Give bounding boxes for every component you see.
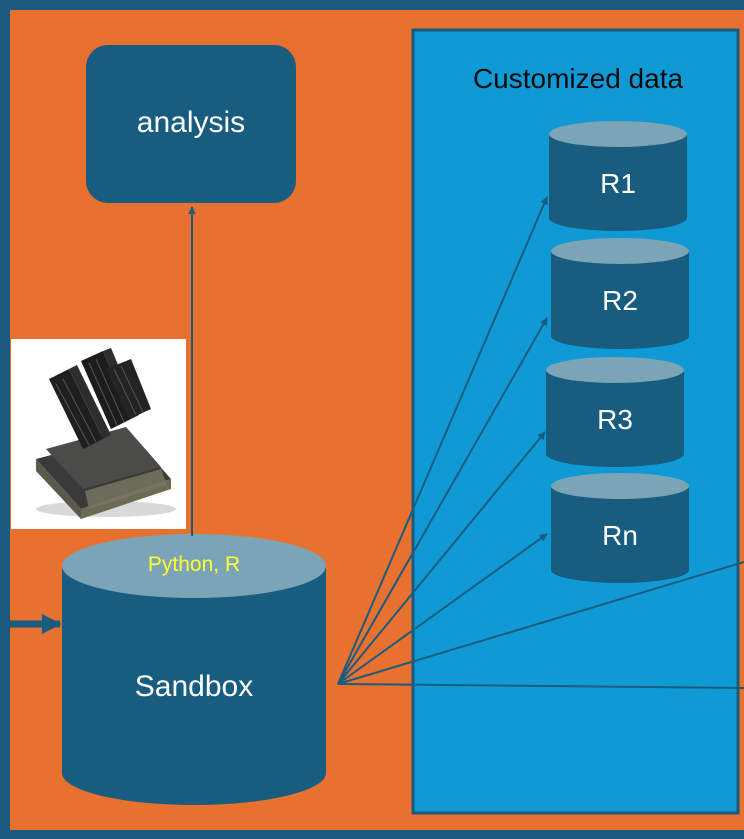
sandbox-tools-label: Python, R — [147, 553, 241, 576]
analysis-box — [86, 45, 296, 203]
repo-cylinder-rn — [551, 473, 689, 583]
arrow-offscreen-1 — [337, 561, 744, 685]
arrow-to-r1 — [337, 196, 548, 685]
sandbox-cylinder — [62, 534, 326, 805]
repo-label-r1: R1 — [600, 168, 636, 199]
repo-cylinder-r3 — [546, 357, 684, 467]
arrow-to-r3 — [337, 431, 546, 685]
arrow-to-rn — [337, 533, 548, 685]
arrow-to-r2 — [337, 317, 548, 685]
server-hardware-icon — [11, 339, 186, 529]
fanout-arrows — [337, 196, 744, 689]
repo-label-rn: Rn — [602, 520, 638, 551]
repo-label-r3: R3 — [597, 404, 633, 435]
arrow-offscreen-2 — [337, 683, 744, 689]
analysis-label: analysis — [136, 106, 246, 139]
sandbox-label: Sandbox — [134, 670, 254, 703]
repo-label-r2: R2 — [602, 285, 638, 316]
repo-cylinder-r1 — [549, 121, 687, 231]
repo-cylinder-r2 — [551, 238, 689, 349]
customized-data-title: Customized data — [472, 63, 684, 94]
